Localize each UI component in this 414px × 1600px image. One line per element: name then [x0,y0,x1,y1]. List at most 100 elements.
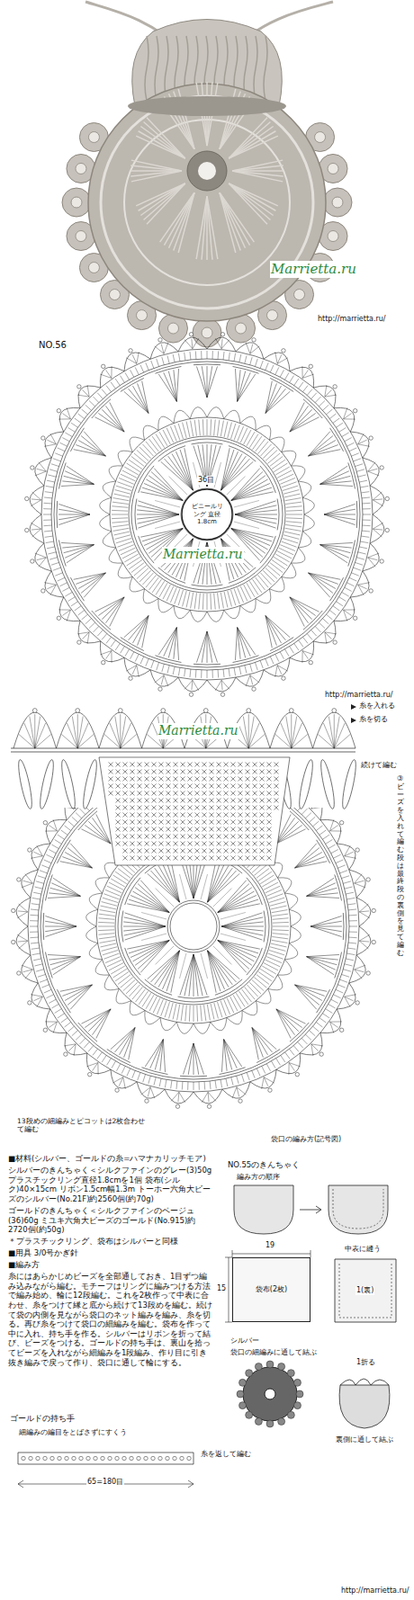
stitch-mark [120,978,134,990]
stitch-mark [64,593,72,598]
stitch-mark [77,714,79,749]
single-crochet-mark [173,792,179,797]
picot-bead [144,1099,149,1104]
stitch-mark [184,680,193,690]
stitch-mark [207,951,230,989]
stitch-mark [32,492,42,501]
stitch-mark [117,975,131,986]
stitch-mark [63,1044,76,1047]
stitch-mark [29,920,38,922]
single-crochet-mark [188,784,193,790]
stitch-mark [252,980,264,991]
stitch-mark [77,723,89,749]
stitch-mark [335,423,342,428]
stitch-mark [131,456,144,467]
chain-loop [284,893,297,910]
stitch-mark [346,954,355,956]
single-crochet-mark [267,770,272,775]
stitch-mark [217,895,257,913]
stitch-mark [250,346,260,354]
picot-bead [115,1089,119,1093]
stitch-mark [221,927,263,936]
stitch-mark [276,1009,291,1040]
stitch-mark [162,664,164,673]
stitch-mark [126,463,141,473]
stitch-mark [97,1053,102,1060]
stitch-mark [142,573,153,585]
stitch-mark [224,1040,227,1072]
stitch-arc [91,399,111,419]
stitch-mark [272,927,289,928]
stitch-mark [58,514,90,521]
single-crochet-mark [216,828,222,833]
stitch-mark [144,1040,163,1068]
single-crochet-mark [159,828,164,833]
single-crochet-mark [159,792,164,797]
stitch-mark [166,428,174,443]
stitch-mark [68,597,76,603]
stitch-mark [184,352,186,361]
bag-petal [207,196,213,261]
stitch-mark [207,631,213,664]
single-crochet-mark [252,792,258,797]
stitch-mark [261,966,277,975]
stitch-mark [18,941,28,950]
stitch-mark [311,393,317,400]
stitch-mark [103,954,119,960]
stitch-mark [113,498,130,502]
stitch-mark [30,995,43,999]
scallop-hole [88,262,99,274]
stitch-mark [171,453,194,491]
chain-loop [291,548,306,564]
stitch-mark [353,567,361,571]
single-crochet-mark [123,813,128,819]
stitch-mark [144,483,183,501]
stitch-mark [358,552,367,555]
stitch-mark [81,573,106,594]
single-crochet-mark [202,763,207,768]
single-crochet-mark [137,842,143,847]
stitch-mark [172,1004,177,1021]
stitch-mark [372,500,383,507]
stitch-mark [280,723,292,749]
single-crochet-mark [123,784,128,790]
stitch-mark [46,480,55,483]
stitch-mark [45,995,54,999]
stitch-mark [48,826,57,832]
stitch-mark [124,554,139,563]
stitch-mark [151,871,180,903]
stitch-mark [289,597,305,628]
stitch-mark [272,929,289,932]
stitch-mark [77,632,90,635]
stitch-mark [344,846,351,857]
chart-ring [51,359,363,671]
stitch-mark [289,647,295,655]
bag-petal [219,192,241,251]
stitch-mark [132,941,170,963]
single-crochet-mark [238,835,243,840]
stitch-mark [166,862,180,903]
stitch-mark [277,470,292,478]
single-crochet-mark [173,777,179,783]
stitch-mark [202,594,205,611]
picot-bead [385,528,389,532]
single-crochet-mark [137,813,143,819]
bag-petal [138,131,186,159]
stitch-mark [306,957,336,972]
stitch-mark [243,585,252,600]
stitch-mark [265,616,282,644]
stitch-mark [200,351,202,360]
edge-scallop [350,571,369,598]
stitch-mark [360,536,369,538]
stitch-mark [140,657,144,665]
stitch-mark [66,545,94,564]
stitch-mark [308,441,336,458]
chart-ring [131,439,283,591]
edge-scallop [164,1089,194,1105]
single-crochet-mark [108,784,114,790]
single-crochet-mark [252,777,258,783]
stitch-mark [49,558,58,560]
stitch-mark [164,1002,170,1018]
stitch-mark [151,360,154,369]
stitch-mark [212,351,214,360]
